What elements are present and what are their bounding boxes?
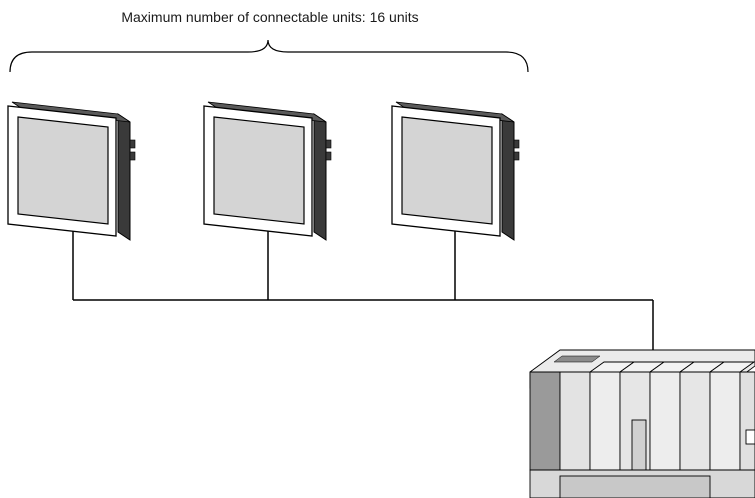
display-unit-2 xyxy=(203,101,332,241)
controller-unit xyxy=(529,349,755,498)
display-unit-1 xyxy=(7,101,136,241)
max-units-caption: Maximum number of connectable units: 16 … xyxy=(121,9,419,25)
group-brace xyxy=(9,39,529,73)
connection-lines xyxy=(72,228,654,370)
display-unit-3 xyxy=(391,101,520,241)
